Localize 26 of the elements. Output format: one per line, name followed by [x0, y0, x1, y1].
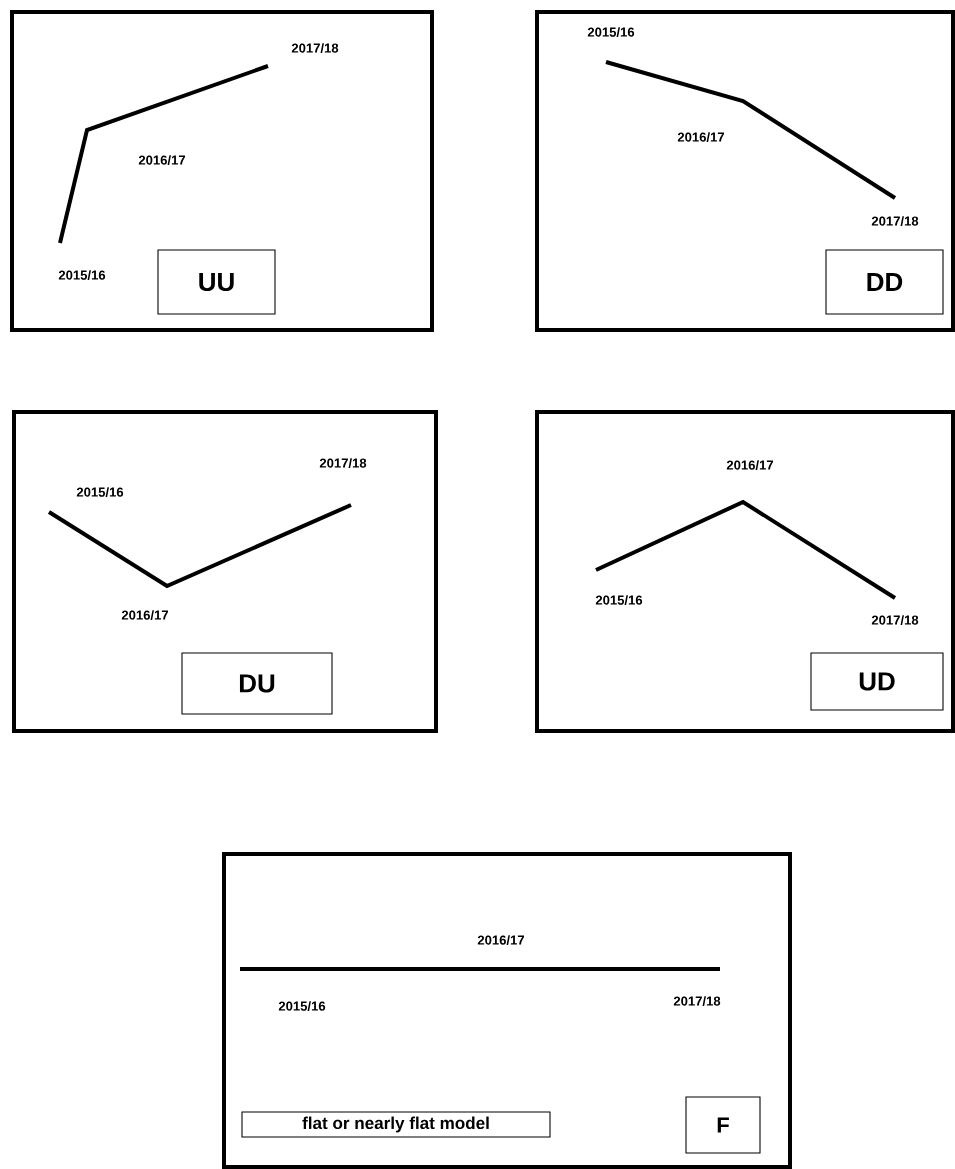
year-label: 2017/18: [291, 43, 339, 53]
chart-panel: [535, 410, 955, 733]
year-label: 2017/18: [319, 458, 367, 468]
year-label: 2017/18: [871, 216, 919, 226]
model-label-box: flat or nearly flat model: [241, 1111, 551, 1138]
year-label: 2016/17: [726, 460, 774, 470]
chart-panel: [10, 10, 434, 332]
chart-panel: [12, 410, 438, 733]
year-label: 2015/16: [278, 1001, 326, 1011]
year-label: 2015/16: [595, 595, 643, 605]
model-label-box: DU: [181, 652, 333, 715]
year-label: 2016/17: [677, 132, 725, 142]
year-label: 2016/17: [477, 935, 525, 945]
model-label-box: UD: [810, 652, 944, 711]
year-label: 2017/18: [871, 615, 919, 625]
year-label: 2016/17: [121, 610, 169, 620]
chart-panel: [222, 852, 792, 1169]
year-label: 2015/16: [58, 270, 106, 280]
year-label: 2015/16: [76, 487, 124, 497]
year-label: 2015/16: [587, 27, 635, 37]
model-label-box: UU: [157, 249, 276, 315]
year-label: 2017/18: [673, 996, 721, 1006]
model-label-box: F: [685, 1096, 761, 1154]
model-label-box: DD: [825, 249, 944, 315]
chart-panel: [535, 10, 955, 332]
year-label: 2016/17: [138, 155, 186, 165]
